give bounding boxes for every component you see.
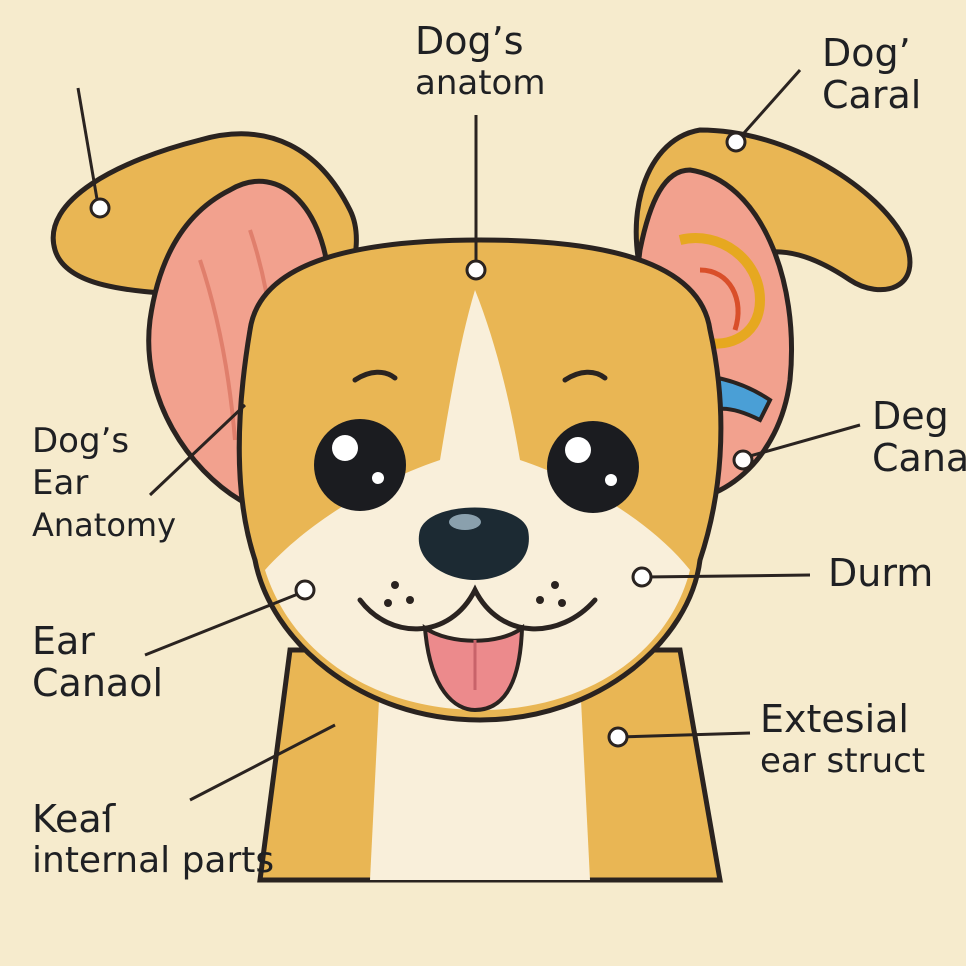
- nose-shine: [449, 514, 481, 530]
- nose: [418, 507, 529, 580]
- label-bottom-left-line2: internal parts: [32, 840, 275, 881]
- label-top-right-line2: Caral: [822, 73, 922, 117]
- label-right-canal-line1: Deg: [872, 394, 949, 438]
- label-right-external-line2: ear struct: [760, 741, 926, 781]
- label-bottom-left-line1: Keaſ: [32, 797, 116, 841]
- leader-lines: [76, 69, 861, 802]
- label-left-canal-line1: Ear: [32, 619, 95, 663]
- left-eye: [314, 419, 406, 511]
- label-left-canal: Ear Canaol: [32, 620, 163, 704]
- mouth: [357, 584, 598, 632]
- right-eye: [547, 421, 639, 513]
- label-right-external-line1: Extesial: [760, 697, 909, 741]
- label-top-right-line1: Dog’: [822, 31, 911, 75]
- label-right-durum-line1: Durm: [828, 551, 934, 595]
- label-left-ear-line3: Anatomy: [32, 506, 177, 544]
- label-right-canal-line2: Cana: [872, 436, 966, 480]
- left-eyebrow: [352, 369, 398, 383]
- label-left-canal-line2: Canaol: [32, 661, 163, 705]
- ear-canal-structure: [678, 233, 766, 349]
- left-eye-shine-small: [372, 472, 384, 484]
- label-bottom-left: Keaſ internal parts: [32, 798, 274, 882]
- ear-canal-structure-2: [699, 267, 741, 331]
- label-top-center-line2: anatom: [415, 63, 546, 103]
- label-right-canal: Deg Cana: [872, 395, 966, 479]
- label-top-right: Dog’ Caral: [822, 32, 921, 116]
- face-blaze: [265, 290, 690, 710]
- label-top-center-line1: Dog’s: [415, 19, 524, 63]
- left-eye-shine: [332, 435, 358, 461]
- neck-cream-stripe: [370, 680, 590, 880]
- label-top-center: Dog’s anatom: [415, 20, 545, 104]
- label-left-ear-line2: Ear: [32, 463, 89, 503]
- anchor-dots: [89, 131, 754, 748]
- right-eye-shine-small: [605, 474, 617, 486]
- label-left-ear-line1: Dog’s: [32, 421, 130, 461]
- label-right-durum: Durm: [828, 552, 933, 594]
- label-left-ear: Dog’s Ear Anatomy: [32, 420, 176, 546]
- right-eyebrow: [562, 369, 608, 383]
- right-eye-shine: [565, 437, 591, 463]
- whisker-dots: [384, 581, 566, 607]
- label-right-external: Extesial ear struct: [760, 698, 925, 782]
